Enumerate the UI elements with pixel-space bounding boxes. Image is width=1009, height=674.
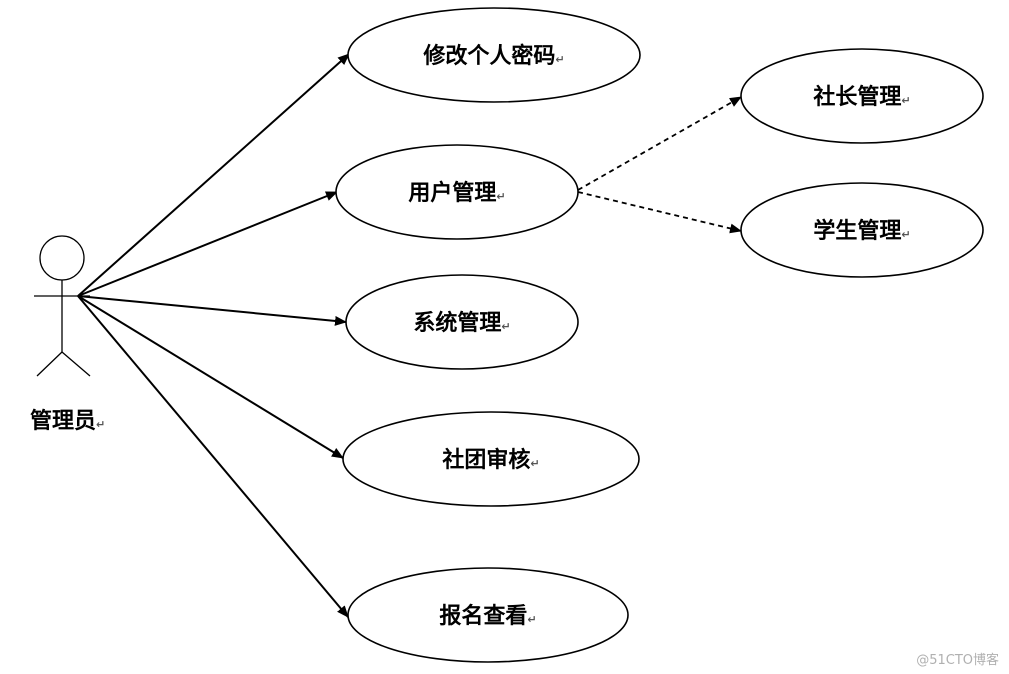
use-case-student-management: 学生管理↵ — [740, 182, 984, 278]
assoc-arrow-signup-view — [77, 295, 349, 618]
use-case-change-password: 修改个人密码↵ — [347, 7, 641, 103]
assoc-arrow-system-management — [77, 295, 347, 326]
assoc-arrow-club-review — [77, 295, 344, 459]
actor-administrator: 管理员↵ — [30, 235, 105, 434]
actor-head — [39, 235, 85, 281]
use-case-club-review: 社团审核↵ — [342, 411, 640, 507]
actor-label: 管理员↵ — [30, 408, 105, 434]
use-case-user-management: 用户管理↵ — [335, 144, 579, 240]
use-case-label: 学生管理↵ — [813, 218, 910, 244]
use-case-president-management: 社长管理↵ — [740, 48, 984, 144]
actor-left-leg — [36, 351, 63, 377]
use-case-label: 报名查看↵ — [439, 603, 536, 629]
use-case-label: 修改个人密码↵ — [422, 43, 564, 69]
use-case-label: 系统管理↵ — [413, 310, 510, 336]
assoc-arrow-user-management — [77, 191, 338, 297]
use-case-label: 社团审核↵ — [442, 447, 539, 473]
assoc-arrow-change-password — [77, 53, 350, 297]
use-case-label: 社长管理↵ — [813, 84, 910, 110]
use-case-system-management: 系统管理↵ — [345, 274, 579, 370]
dashed-arrow-president-management — [577, 96, 742, 191]
dashed-arrow-student-management — [577, 191, 742, 234]
actor-right-leg — [61, 351, 91, 377]
use-case-signup-view: 报名查看↵ — [347, 567, 629, 663]
use-case-label: 用户管理↵ — [408, 180, 505, 206]
watermark: @51CTO博客 — [916, 653, 999, 668]
